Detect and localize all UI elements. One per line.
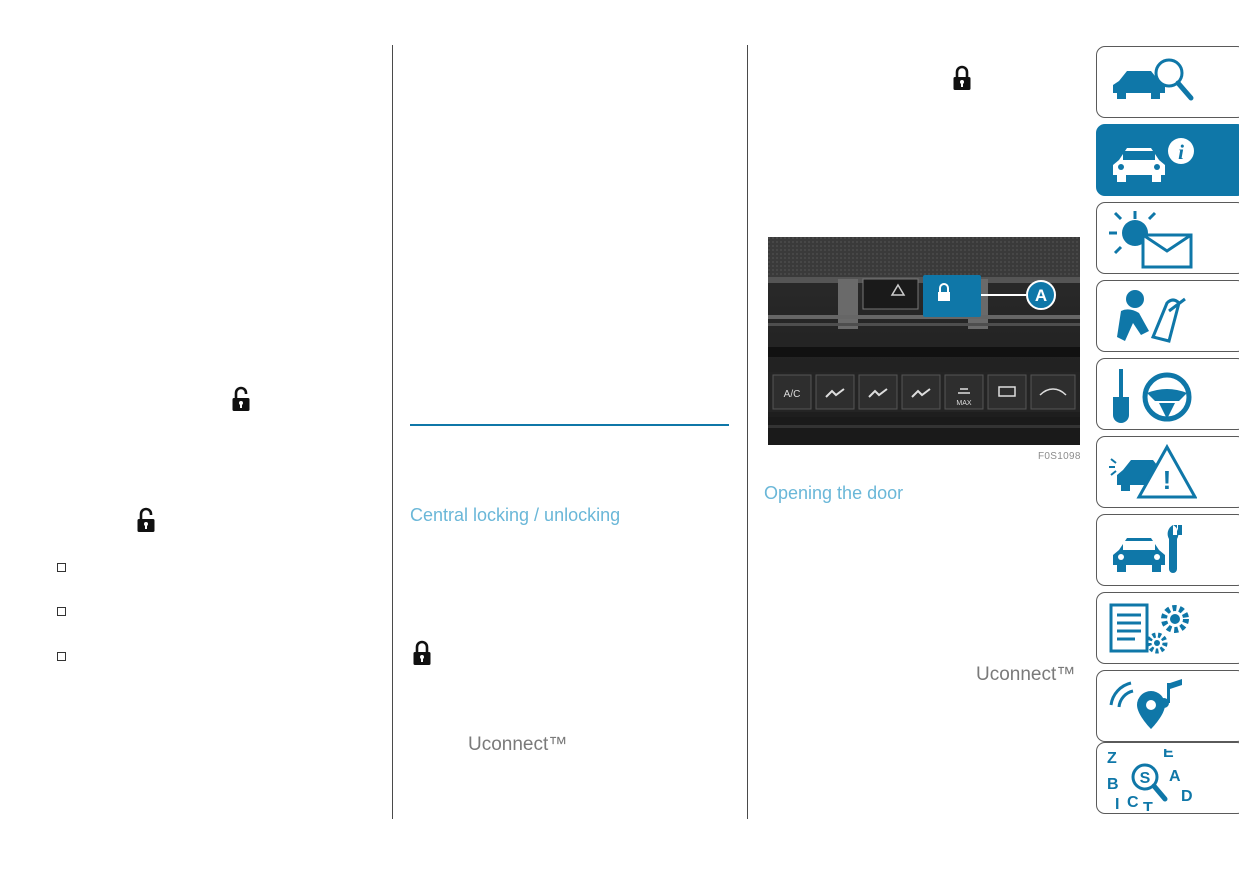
uconnect-reference: Uconnect™ (976, 664, 1076, 685)
uconnect-reference: Uconnect™ (468, 734, 568, 755)
chapter-tab-safety[interactable] (1096, 280, 1239, 352)
svg-text:S: S (1140, 770, 1151, 787)
svg-text:Z: Z (1107, 750, 1117, 767)
max-defrost-button-label: MAX (956, 400, 972, 407)
chapter-tab-multimedia[interactable] (1096, 670, 1239, 742)
section-heading-opening-door: Opening the door (764, 483, 904, 503)
ac-button-label: A/C (784, 389, 801, 400)
svg-text:I: I (1115, 796, 1119, 811)
key-steering-wheel-icon (1113, 369, 1192, 423)
svg-text:i: i (1178, 140, 1184, 164)
dashboard-lock-button-photo: A A/C MAX (768, 237, 1080, 445)
list-bullet (57, 607, 66, 616)
chapter-tab-servicing-care[interactable] (1096, 514, 1239, 586)
chapter-tab-technical-specs[interactable] (1096, 592, 1239, 664)
section-rule (410, 424, 729, 426)
alphabetical-index-icon: Z E B A I C T D S (1107, 749, 1193, 811)
multimedia-icon (1109, 679, 1182, 729)
unlocked-padlock-icon (232, 386, 250, 411)
unlocked-padlock-icon (137, 507, 155, 532)
chapter-tab-emergency[interactable]: ! (1096, 436, 1239, 508)
figure-code: F0S1098 (1038, 451, 1081, 462)
svg-text:A: A (1169, 768, 1181, 785)
car-search-icon (1113, 58, 1194, 101)
locked-padlock-icon (413, 640, 431, 665)
chapter-tab-index[interactable]: Z E B A I C T D S (1096, 742, 1239, 814)
chapter-tab-starting-driving[interactable] (1096, 358, 1239, 430)
list-bullet (57, 563, 66, 572)
car-wrench-icon (1113, 525, 1182, 573)
warning-light-message-icon (1109, 211, 1193, 269)
chapter-tab-knowing-the-car[interactable]: i (1096, 124, 1239, 196)
specs-gears-icon (1109, 603, 1189, 654)
chapter-tab-warning-lights[interactable] (1096, 202, 1239, 274)
airbag-seat-icon (1117, 290, 1186, 343)
svg-text:E: E (1163, 749, 1174, 761)
list-bullet (57, 652, 66, 661)
locked-padlock-icon (953, 65, 971, 90)
car-info-icon: i (1113, 138, 1194, 182)
svg-text:C: C (1127, 794, 1139, 811)
figure-callout-label: A (1035, 286, 1047, 305)
svg-text:B: B (1107, 776, 1119, 793)
column-divider-right (747, 45, 748, 819)
chapter-tab-getting-to-know[interactable] (1096, 46, 1239, 118)
svg-text:D: D (1181, 788, 1193, 805)
section-heading-central-locking: Central locking / unlocking (410, 505, 621, 525)
svg-text:!: ! (1163, 465, 1172, 495)
svg-text:T: T (1143, 800, 1153, 811)
column-divider-left (392, 45, 393, 819)
car-hazard-icon: ! (1109, 443, 1197, 499)
